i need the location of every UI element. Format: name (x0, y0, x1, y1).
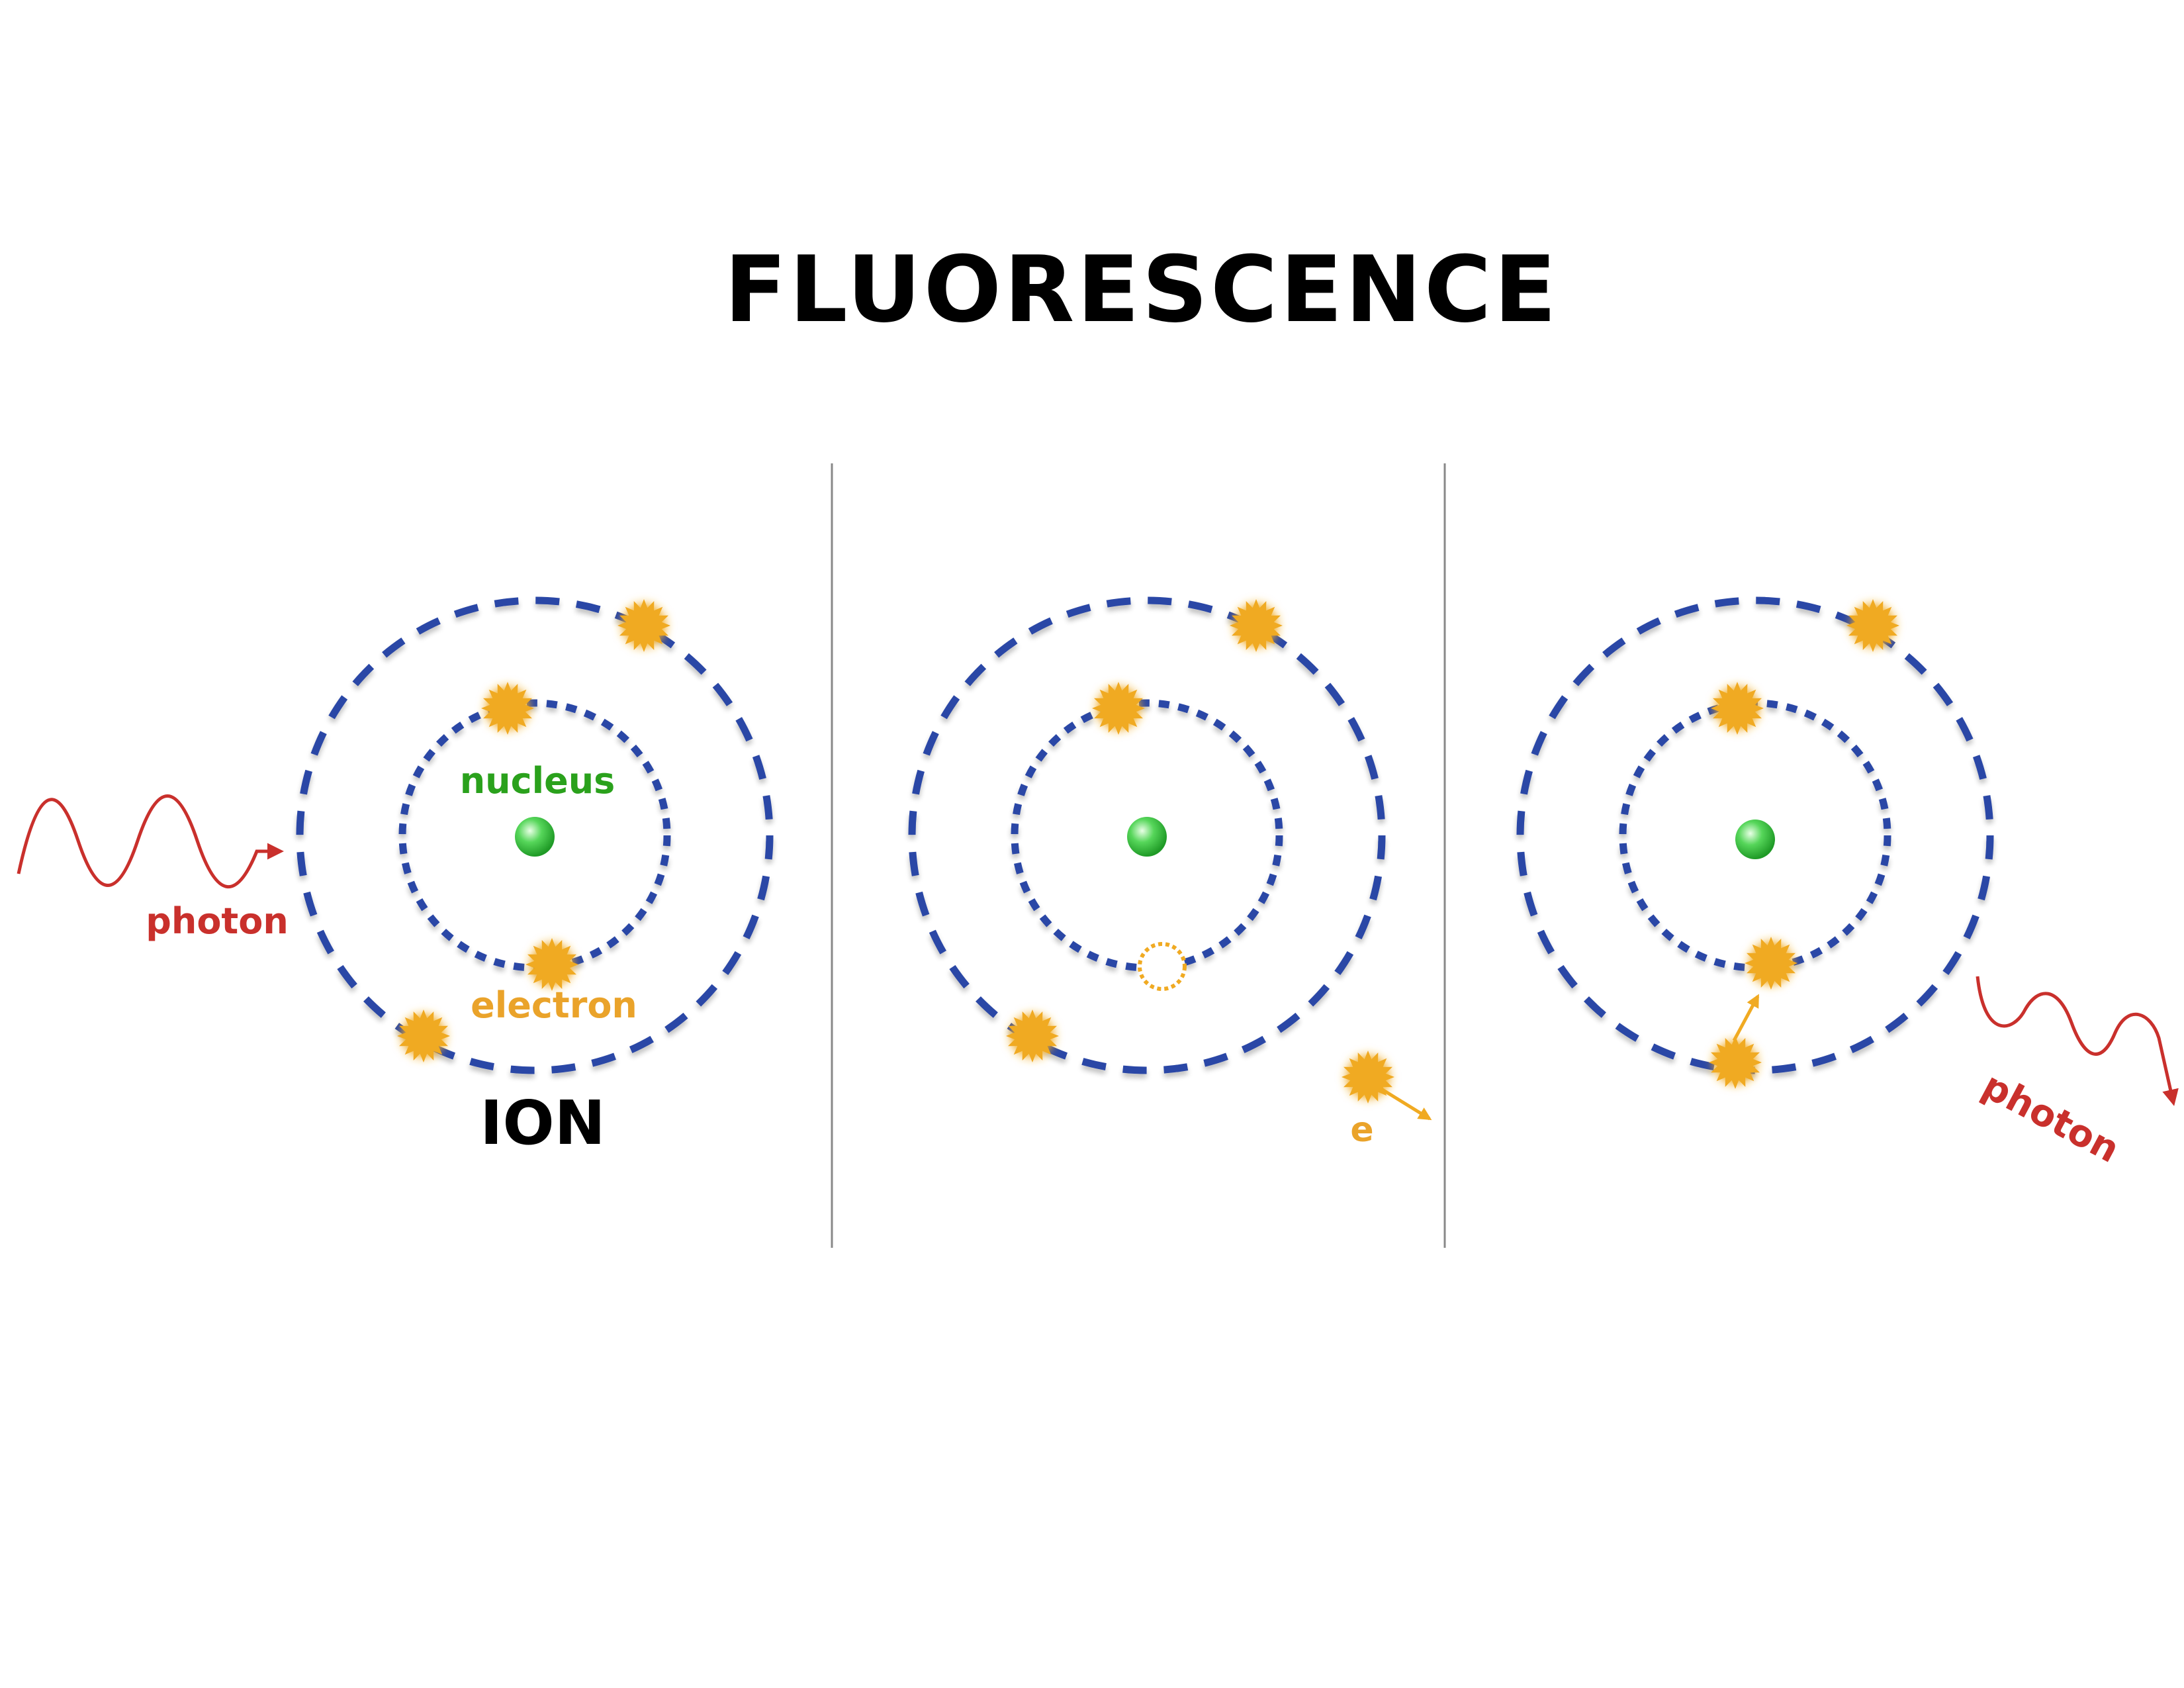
panel-2-ejection: e (908, 596, 1432, 1150)
electron-transition-arrow (1732, 994, 1760, 1042)
electron-label: electron (471, 984, 637, 1026)
electron-sunburst-icon (525, 938, 578, 991)
electron-sunburst-icon (1092, 682, 1145, 735)
electron-vacancy-dashed-circle-icon (1138, 942, 1187, 991)
electrons (397, 599, 1899, 1103)
electron-sunburst-icon (1846, 599, 1899, 652)
ejected-electron-label: e (1350, 1110, 1373, 1150)
panel-3-emission: photon (1516, 596, 2179, 1172)
electron-sunburst-icon (481, 682, 534, 735)
electron-sunburst-icon (617, 599, 670, 652)
electron-sunburst-icon (1230, 599, 1283, 652)
outer-orbit (908, 596, 1386, 1074)
incoming-photon-wave-icon (17, 794, 284, 889)
electron-sunburst-icon (1342, 1051, 1394, 1103)
incoming-photon-label: photon (146, 900, 289, 942)
outgoing-photon-wave-icon (1976, 976, 2179, 1106)
electron-sunburst-icon (397, 1009, 450, 1062)
nucleus-sphere-icon (1735, 820, 1775, 859)
nucleus-label: nucleus (460, 760, 615, 802)
electron-sunburst-icon (1745, 937, 1797, 990)
outgoing-photon-label: photon (1976, 1064, 2126, 1171)
electron-sunburst-icon (1006, 1009, 1059, 1062)
outer-orbit (1516, 596, 1994, 1074)
nucleus-sphere-icon (515, 817, 555, 857)
ion-label: ION (480, 1088, 605, 1158)
panel-1-absorption: nucleus electron ION photon (17, 596, 774, 1158)
electron-sunburst-icon (1709, 1036, 1762, 1089)
outer-orbit (296, 596, 774, 1074)
electron-sunburst-icon (1711, 682, 1764, 735)
diagram-title: FLUORESCENCE (724, 236, 1559, 343)
nucleus-sphere-icon (1127, 817, 1167, 857)
